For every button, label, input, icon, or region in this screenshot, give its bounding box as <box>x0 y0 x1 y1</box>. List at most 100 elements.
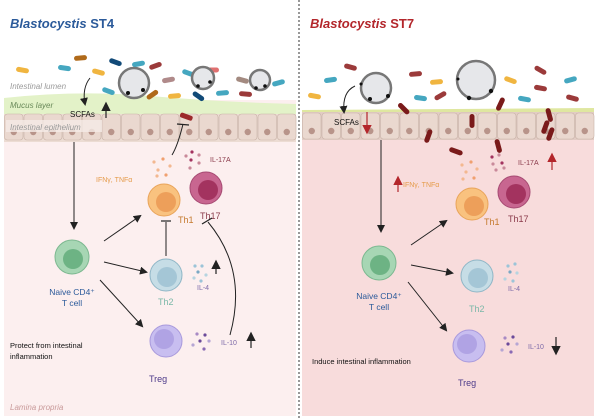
cytokine-dot <box>196 270 200 274</box>
th17-cell <box>497 175 531 209</box>
arrow-naive-to-th1 <box>410 219 448 246</box>
bacterium <box>179 112 193 121</box>
bacterium <box>58 65 71 72</box>
outcome-label: Induce intestinal inflammation <box>312 357 411 366</box>
epithelial-cell <box>218 113 238 141</box>
cell-nucleus <box>445 127 452 135</box>
cytokine-dot <box>188 166 192 170</box>
bacterium <box>494 139 502 153</box>
cytokine-dot <box>193 264 197 268</box>
treg-cell <box>149 324 183 358</box>
epithelium <box>302 112 595 140</box>
cytokine-dot <box>199 279 203 283</box>
cell-nucleus <box>367 127 374 135</box>
bacterium <box>92 68 105 76</box>
naive-label-2: T cell <box>369 302 389 312</box>
cytokine-dot <box>197 161 201 165</box>
blastocystis-cell <box>359 71 393 105</box>
bacterium <box>534 65 547 75</box>
cytokine-dot <box>508 270 512 274</box>
bacterium <box>409 71 422 77</box>
cytokine-dot <box>161 157 165 161</box>
bacterium <box>541 120 550 134</box>
cytokine-dot <box>197 153 201 157</box>
bacterium <box>564 76 577 84</box>
arrow-naive-to-th2 <box>103 261 148 275</box>
cell-nucleus <box>166 128 173 136</box>
cytokine-dot <box>494 168 498 172</box>
cell-nucleus <box>264 128 271 136</box>
bacterium <box>496 97 505 111</box>
th2-label: Th2 <box>469 304 485 314</box>
il10-label: IL-10 <box>528 344 544 351</box>
bacterium <box>545 108 553 122</box>
epithelial-cell <box>321 112 341 140</box>
mucus-label: Mucus layer <box>10 101 53 110</box>
scfa-arrow <box>79 77 91 106</box>
cytokine-dot <box>155 174 159 178</box>
bacterium <box>149 61 162 70</box>
cytokine-dot <box>156 168 160 172</box>
epithelial-cell <box>257 113 277 141</box>
bacteria-left <box>16 55 285 102</box>
cytokine-dot <box>515 271 519 275</box>
epithelial-cell <box>101 113 121 141</box>
cytokine-dot <box>198 339 202 343</box>
cytokine-dot <box>472 176 476 180</box>
th1-label: Th1 <box>484 217 500 227</box>
cytokine-dot <box>190 150 194 154</box>
cytokine-dot <box>506 264 510 268</box>
cell-nucleus <box>386 127 393 135</box>
outcome-label: Protect from intestinal <box>10 341 83 350</box>
th17-cell <box>189 171 223 205</box>
il17-label: IL-17A <box>210 157 231 164</box>
cell-nucleus <box>464 127 471 135</box>
outcome-label-2: inflammation <box>10 352 53 361</box>
scfa-label: SCFAs <box>334 118 359 127</box>
cell-nucleus <box>147 128 154 136</box>
cytokine-dot <box>461 177 465 181</box>
lumen-label: Intestinal lumen <box>10 82 67 91</box>
right-panel: Blastocystis ST7 SCFAs IFNγ, TNFα IL-17A… <box>302 16 595 416</box>
epithelial-cell <box>438 112 458 140</box>
bacterium <box>216 90 229 96</box>
blastocystis-cell <box>190 65 216 91</box>
left-title: Blastocystis ST4 <box>10 16 115 31</box>
cell-nucleus <box>308 127 315 135</box>
cell-nucleus <box>523 127 530 135</box>
th17-label: Th17 <box>508 214 529 224</box>
treg-label: Treg <box>458 378 476 388</box>
cytokine-dot <box>464 170 468 174</box>
cytokine-dot <box>500 348 504 352</box>
epithelial-cell <box>121 113 141 141</box>
bacterium <box>518 95 531 103</box>
bacteria-right <box>308 63 579 156</box>
cell-nucleus <box>205 128 212 136</box>
bacterium <box>424 129 433 143</box>
bacterium <box>272 79 285 87</box>
blastocystis-cell <box>455 59 497 101</box>
bacterium <box>16 66 29 74</box>
bacterium <box>566 94 579 102</box>
th1-cell <box>147 183 181 217</box>
epithelial-cell <box>380 112 400 140</box>
blastocystis-cell <box>248 68 272 92</box>
epithelial-cell <box>360 112 380 140</box>
arrow-naive-to-treg <box>407 281 448 332</box>
cell-nucleus <box>406 127 413 135</box>
cell-nucleus <box>225 128 232 136</box>
bacterium <box>168 93 181 99</box>
cytokine-dot <box>460 163 464 167</box>
naive-cd4-cell <box>54 239 90 275</box>
cytokine-dot <box>204 273 208 277</box>
epithelial-cell <box>140 113 160 141</box>
cell-nucleus <box>244 128 251 136</box>
il4-label: IL-4 <box>508 286 520 293</box>
bacterium <box>324 76 337 83</box>
epithelial-cell <box>575 112 595 140</box>
cell-nucleus <box>562 127 569 135</box>
lamina-propria-bg <box>4 100 296 416</box>
left-panel: Blastocystis ST4 Intestinal lumen Mucus … <box>4 16 297 416</box>
lamina-propria-bg <box>302 112 594 416</box>
